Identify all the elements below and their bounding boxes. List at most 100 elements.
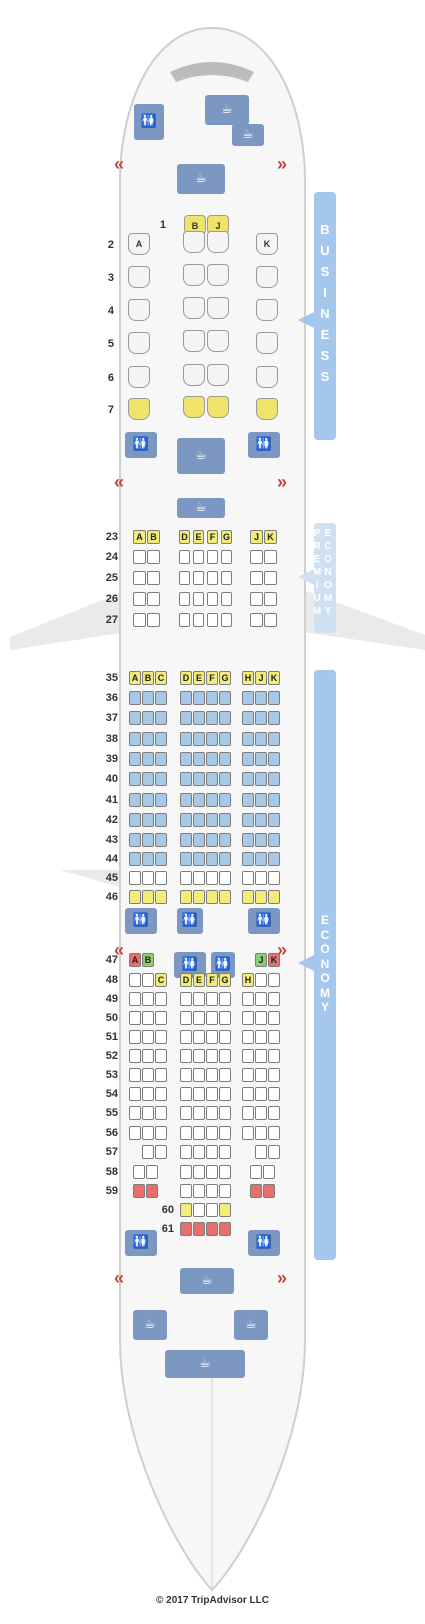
seat [219, 1145, 231, 1159]
seat [142, 772, 154, 786]
seat [129, 772, 141, 786]
exit-arrow-icon: « [114, 1268, 125, 1288]
seat: F [206, 973, 218, 987]
lavatory-icon: 🚻 [248, 432, 280, 458]
seat [133, 1165, 145, 1179]
seat [264, 613, 277, 627]
seat [193, 732, 205, 746]
seat [206, 890, 218, 904]
premium-economy-pointer [298, 569, 314, 585]
seat [250, 592, 263, 606]
seat: C [155, 973, 167, 987]
seat [268, 871, 280, 885]
row-number: 1 [159, 219, 166, 231]
seat [155, 772, 167, 786]
seat [219, 1203, 231, 1217]
seat: A [133, 530, 146, 544]
lavatory-icon: 🚻 [248, 908, 280, 934]
seat: G [221, 530, 232, 544]
seat [268, 1068, 280, 1082]
seat [206, 1087, 218, 1101]
galley-icon: ☕ [205, 95, 249, 125]
seat [255, 1087, 267, 1101]
seat [193, 813, 205, 827]
seat [180, 1068, 192, 1082]
row-number: 59 [105, 1185, 118, 1197]
seat: E [193, 530, 204, 544]
seat [268, 793, 280, 807]
lavatory-icon: 🚻 [134, 104, 164, 140]
seat [180, 1165, 192, 1179]
seat [268, 833, 280, 847]
seat [142, 813, 154, 827]
seat [193, 890, 205, 904]
seat [129, 992, 141, 1006]
cabin-label-letter: M [320, 985, 330, 1000]
seat [146, 1184, 158, 1198]
seat [179, 592, 190, 606]
seat [242, 732, 254, 746]
row-number: 50 [105, 1012, 118, 1024]
row-number: 52 [105, 1050, 118, 1062]
exit-arrow-icon: » [277, 1268, 288, 1288]
seat [193, 772, 205, 786]
cabin-label-letter: U [313, 593, 321, 604]
lavatory-icon: 🚻 [125, 908, 157, 934]
row-number: 60 [161, 1204, 174, 1216]
seat [128, 299, 150, 321]
row-number: 51 [105, 1031, 118, 1043]
seat [255, 852, 267, 866]
seat [180, 793, 192, 807]
cabin-label-business [314, 192, 336, 440]
seat [142, 1030, 154, 1044]
seat [250, 1184, 262, 1198]
seat [268, 1030, 280, 1044]
seat [133, 550, 146, 564]
seat [255, 1145, 267, 1159]
seat [193, 1087, 205, 1101]
seat [129, 1068, 141, 1082]
seat [256, 332, 278, 354]
seat [219, 691, 231, 705]
seat [129, 711, 141, 725]
seat [242, 1126, 254, 1140]
seat [255, 691, 267, 705]
row-number: 2 [107, 239, 114, 251]
cabin-label-letter: P [313, 528, 321, 539]
seat [128, 366, 150, 388]
seat: B [142, 671, 154, 685]
seat [128, 266, 150, 288]
row-number: 23 [105, 531, 118, 543]
row-number: 7 [107, 404, 114, 416]
seat [129, 691, 141, 705]
seat [242, 1030, 254, 1044]
seat [207, 550, 218, 564]
seat [193, 1068, 205, 1082]
seat [250, 571, 263, 585]
seat [129, 1030, 141, 1044]
seat [219, 992, 231, 1006]
cabin-label-letter: M [323, 593, 333, 604]
seat [268, 1087, 280, 1101]
seat [193, 613, 204, 627]
seat: D [179, 530, 190, 544]
seat [142, 973, 154, 987]
seat [242, 1106, 254, 1120]
cabin-label-premium-economy [314, 523, 336, 633]
seat [193, 691, 205, 705]
seat [142, 1068, 154, 1082]
seat: B [147, 530, 160, 544]
seat [255, 1011, 267, 1025]
seat [142, 1049, 154, 1063]
row-number: 24 [105, 551, 118, 563]
cabin-label-letter: B [320, 222, 330, 237]
seat [268, 1126, 280, 1140]
seat [250, 550, 263, 564]
seat [268, 732, 280, 746]
seat [206, 1203, 218, 1217]
seat [268, 691, 280, 705]
seat [142, 1087, 154, 1101]
seat [206, 871, 218, 885]
cabin-label-letter: N [320, 956, 330, 971]
seat [207, 264, 229, 286]
